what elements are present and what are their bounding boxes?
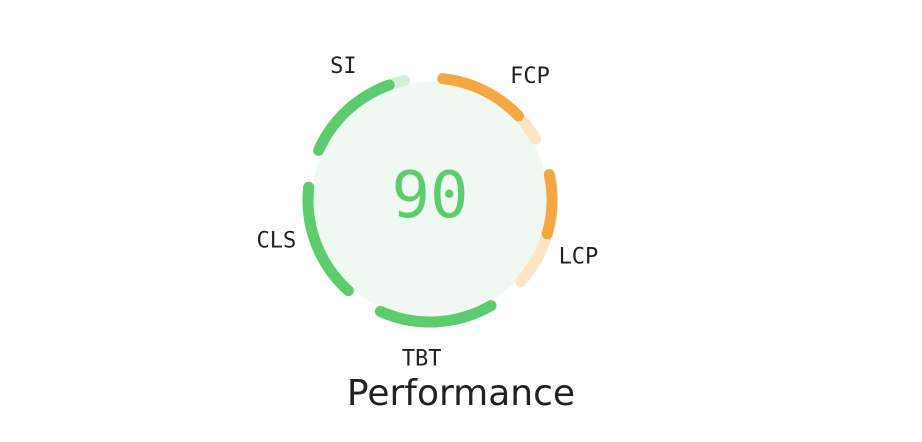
metric-label-tbt: TBT bbox=[402, 346, 442, 371]
metric-arcs bbox=[302, 73, 558, 328]
metric-label-si: SI bbox=[330, 54, 357, 79]
metric-arc-si bbox=[313, 79, 395, 156]
metric-arc-fcp bbox=[437, 73, 524, 122]
performance-score: 90 bbox=[391, 159, 468, 233]
category-title: Performance bbox=[346, 373, 576, 414]
metric-label-lcp: LCP bbox=[559, 244, 599, 269]
metric-label-fcp: FCP bbox=[510, 64, 550, 89]
metric-arc-lcp bbox=[541, 169, 558, 240]
metric-label-cls: CLS bbox=[257, 229, 297, 254]
metric-arc-tbt bbox=[374, 300, 497, 328]
metric-arc-cls bbox=[302, 181, 354, 297]
score-fill-circle bbox=[312, 82, 548, 318]
metric-labels: FCP LCP TBT CLS SI bbox=[257, 54, 599, 371]
